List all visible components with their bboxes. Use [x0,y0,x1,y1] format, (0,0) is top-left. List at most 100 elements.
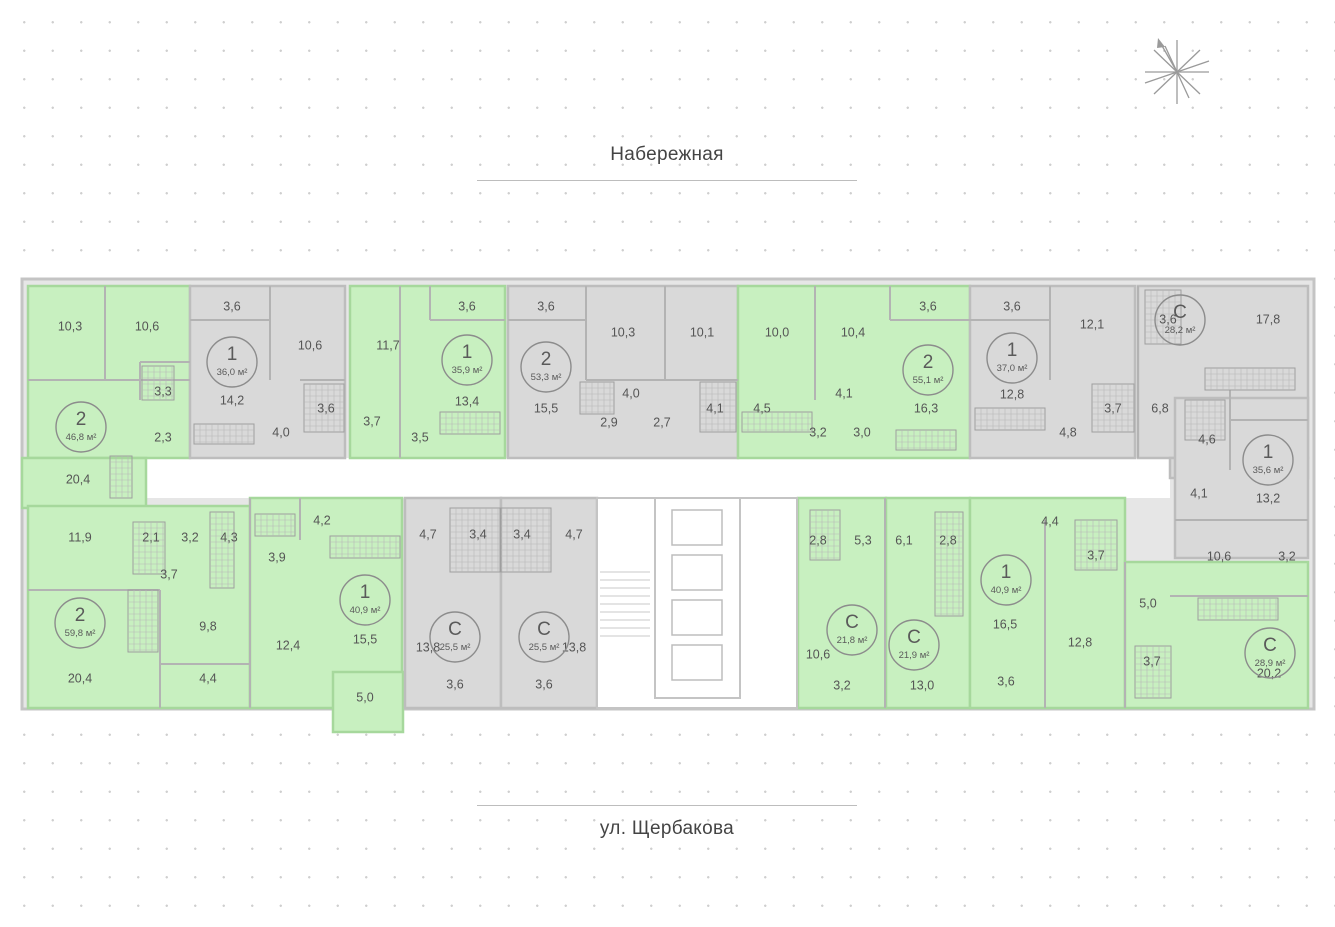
apartment-marker[interactable]: 137,0 м² [986,332,1038,384]
unit-area [331,670,405,734]
apartment-marker-ring [980,554,1032,606]
apartment-marker[interactable]: С28,2 м² [1154,294,1206,346]
room-area-label: 13,8 [416,640,440,654]
apartment-unit[interactable] [796,496,888,710]
room-area-label: 13,4 [455,394,479,408]
apartment-marker[interactable]: С 28,9 м² [1244,627,1296,679]
room-area-label: 6,8 [1151,401,1168,415]
room-area-label: 16,3 [914,401,938,415]
room-area-label: 3,6 [537,299,554,313]
street-name-bottom: ул. Щербакова [599,818,735,839]
apartment-area: 46,8 м² [66,432,97,443]
room-area-label: 13,8 [562,640,586,654]
room-area-label: 3,6 [1159,312,1176,326]
apartment-rooms: 2 [923,352,934,373]
elevator-car [671,599,723,636]
apartment-marker[interactable]: 2 55,1 м² [902,344,954,396]
apartment-marker[interactable]: 140,9 м² [980,554,1032,606]
room-area-label: 3,6 [446,677,463,691]
unit-area [403,496,503,710]
bathroom-tile [329,535,401,559]
apartment-area: 21,9 м² [899,650,930,661]
bathroom-tile [579,381,615,415]
unit-area [968,284,1137,460]
apartment-marker[interactable]: С 25,5 м² [429,611,481,663]
apartment-unit[interactable] [1173,396,1310,560]
room-area-label: 10,3 [58,319,82,333]
room-area-label: 4,4 [199,671,216,685]
apartment-unit[interactable] [20,284,192,510]
room-area-label: 4,6 [1198,432,1215,446]
apartment-area: 55,1 м² [913,375,944,386]
apartment-rooms: 1 [462,342,473,363]
room-area-label: 3,6 [919,299,936,313]
street-line-top [477,180,857,181]
room-area-label: 3,9 [268,550,285,564]
unit-area [188,284,347,460]
room-area-label: 4,7 [565,527,582,541]
room-area-label: 4,7 [419,527,436,541]
bathroom-tile [127,589,159,653]
room-area-label: 20,4 [68,671,92,685]
room-area-label: 2,1 [142,530,159,544]
room-area-label: 14,2 [220,393,244,407]
apartment-unit[interactable] [968,284,1137,460]
room-area-label: 15,5 [353,632,377,646]
apartment-marker[interactable]: 2 46,8 м² [55,401,107,453]
bathroom-tile [109,455,133,499]
room-area-label: 10,1 [690,325,714,339]
apartment-marker[interactable]: С21,9 м² [888,619,940,671]
apartment-unit[interactable] [884,496,972,710]
room-area-label: 12,4 [276,638,300,652]
apartment-rooms: 2 [76,409,87,430]
apartment-rooms: С [1263,635,1277,656]
room-area-label: 16,5 [993,617,1017,631]
apartment-area: 28,9 м² [1255,658,1286,669]
apartment-rooms: 1 [1263,442,1274,463]
apartment-rooms: 1 [1007,340,1018,361]
bathroom-tile [809,509,841,561]
apartment-unit[interactable] [348,284,507,460]
unit-area [1123,560,1310,710]
apartment-marker[interactable]: 135,9 м² [441,334,493,386]
room-area-label: 3,2 [181,530,198,544]
apartment-unit[interactable] [248,496,405,734]
apartment-marker-ring [826,604,878,656]
apartment-marker-ring [441,334,493,386]
apartment-unit[interactable] [1123,560,1310,710]
room-area-label: 2,7 [653,415,670,429]
apartment-area: 25,5 м² [529,642,560,653]
apartment-marker-ring [1242,434,1294,486]
apartment-unit[interactable] [968,496,1127,710]
apartment-unit[interactable] [736,284,972,460]
bathroom-tile [254,513,296,537]
apartment-rooms: С [448,619,462,640]
apartment-marker[interactable]: 136,0 м² [206,336,258,388]
room-area-label: 10,4 [841,325,865,339]
apartment-unit[interactable] [188,284,347,460]
room-area-label: 20,4 [66,472,90,486]
bathroom-tile [141,365,175,401]
apartment-marker[interactable]: 253,3 м² [520,341,572,393]
room-area-label: 10,6 [135,319,159,333]
room-area-label: 4,5 [753,401,770,415]
apartment-unit[interactable] [403,496,503,710]
apartment-area: 25,5 м² [440,642,471,653]
room-area-label: 3,6 [997,674,1014,688]
apartment-marker[interactable]: 259,8 м² [54,597,106,649]
apartment-marker[interactable]: С21,8 м² [826,604,878,656]
bathroom-tile [1204,367,1296,391]
room-area-label: 11,7 [376,338,399,352]
apartment-area: 28,2 м² [1165,325,1196,336]
room-area-label: 9,8 [199,619,216,633]
apartment-marker[interactable]: 140,9 м² [339,574,391,626]
unit-area [1173,396,1310,560]
room-area-label: 3,6 [223,299,240,313]
apartment-marker[interactable]: 135,6 м² [1242,434,1294,486]
room-area-label: 4,0 [272,425,289,439]
apartment-marker[interactable]: С25,5 м² [518,611,570,663]
room-area-label: 10,6 [298,338,322,352]
unit-area [796,496,888,710]
street-name-top: Набережная [610,144,724,165]
